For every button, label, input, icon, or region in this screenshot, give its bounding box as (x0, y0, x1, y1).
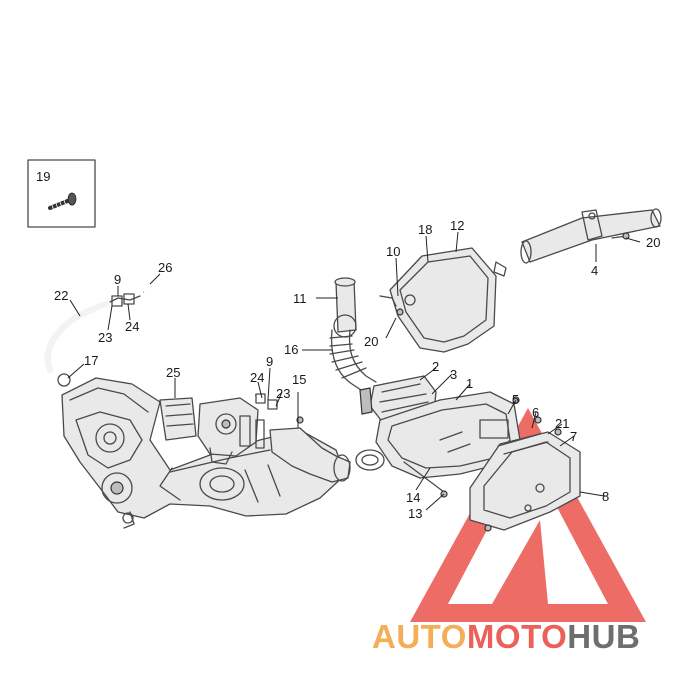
intake-snorkel (520, 208, 662, 264)
callout-17: 17 (84, 353, 98, 368)
callout-7: 7 (570, 429, 577, 444)
callout-26: 26 (158, 260, 172, 275)
airbox-cover (379, 247, 507, 353)
airbox-side-cover (469, 431, 581, 532)
screw-inset-box (27, 159, 96, 228)
leader-lines (67, 231, 641, 511)
callout-labels: 19 26 9 22 23 24 17 25 9 24 23 15 16 11 … (36, 169, 660, 521)
callout-16: 16 (284, 342, 298, 357)
callout-20: 20 (646, 235, 660, 250)
screw-icon (48, 192, 77, 212)
svg-text:AUTOMOTOHUB: AUTOMOTOHUB (372, 618, 640, 655)
callout-25: 25 (166, 365, 180, 380)
callout-22: 22 (54, 288, 68, 303)
callout-23: 23 (276, 386, 290, 401)
intake-manifold (269, 427, 351, 483)
callout-10: 10 (386, 244, 400, 259)
watermark-hub: HUB (567, 618, 640, 655)
callout-18: 18 (418, 222, 432, 237)
callout-9: 9 (114, 272, 121, 287)
callout-9: 9 (266, 354, 273, 369)
breather-hoses (44, 285, 278, 410)
engine-crankcase (61, 377, 346, 529)
callout-6: 6 (532, 405, 539, 420)
callout-4: 4 (591, 263, 598, 278)
callout-24: 24 (125, 319, 139, 334)
watermark-text: AUTOMOTOHUB (372, 618, 640, 655)
callout-23: 23 (98, 330, 112, 345)
callout-2: 2 (432, 359, 439, 374)
callout-14: 14 (406, 490, 420, 505)
intake-duct (329, 277, 377, 393)
carburettor (159, 397, 265, 465)
callout-20: 20 (364, 334, 378, 349)
callout-5: 5 (512, 392, 519, 407)
callout-1: 1 (466, 376, 473, 391)
callout-8: 8 (602, 489, 609, 504)
callout-12: 12 (450, 218, 464, 233)
watermark-moto: MOTO (467, 618, 567, 655)
watermark-auto: AUTO (372, 618, 467, 655)
callout-21: 21 (555, 416, 569, 431)
callout-15: 15 (292, 372, 306, 387)
callout-11: 11 (293, 291, 307, 306)
callout-24: 24 (250, 370, 264, 385)
callout-13: 13 (408, 506, 422, 521)
hardware-bolts (296, 308, 562, 436)
callout-19: 19 (36, 169, 50, 184)
callout-3: 3 (450, 367, 457, 382)
